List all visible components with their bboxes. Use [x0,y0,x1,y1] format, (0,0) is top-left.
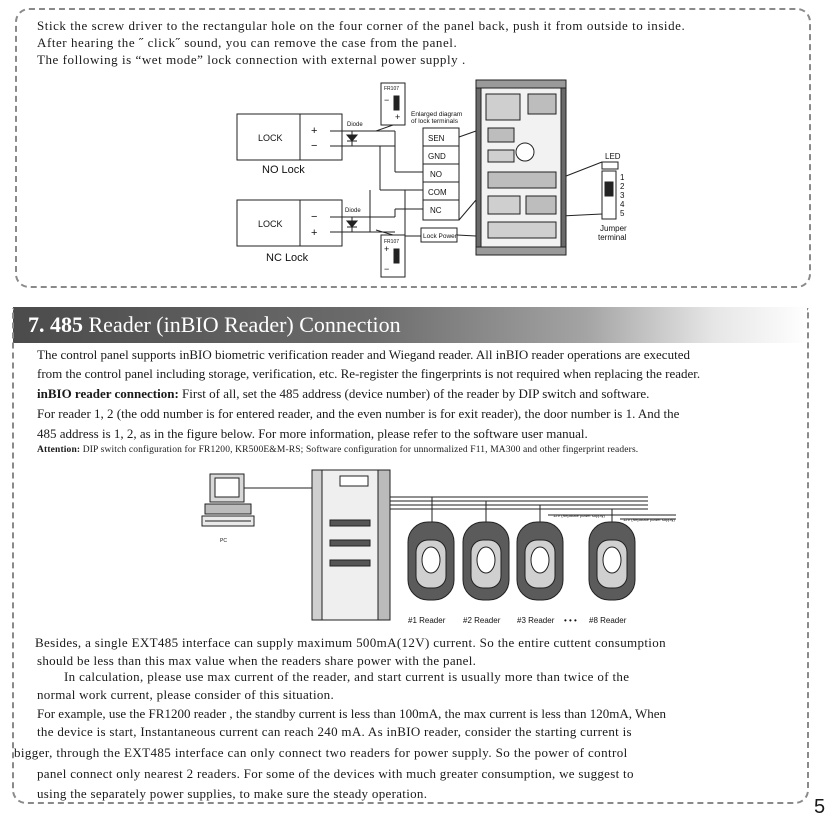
fr107-bottom-minus: − [384,264,389,274]
nc-lock-minus: − [311,211,317,223]
intro-line-1: Stick the screw driver to the rectangula… [37,18,686,33]
reader-3-device [516,521,564,601]
section-number: 7. 485 [28,312,83,337]
jumper-num-5: 5 [620,209,625,218]
jumper-label-1: Jumper [600,224,627,233]
section-title-text: Reader (inBIO Reader) Connection [88,312,401,337]
body2-line-6: the device is start, Instantaneous curre… [37,724,632,739]
fr107-label-bottom: FR107 [384,239,399,245]
body2-line-1: Besides, a single EXT485 interface can s… [35,635,666,650]
body2-line-7: bigger, through the EXT485 interface can… [14,745,628,760]
attention-text: DIP switch configuration for FR1200, KR5… [80,445,639,455]
reader-wiring-diagram: PC 12V (Separate power supply) 12V (Sepa… [201,469,676,625]
body1-line-1: The control panel supports inBIO biometr… [37,347,690,362]
section-banner [13,307,809,343]
led-indicator [601,161,619,170]
fr107-top-plus: + [395,112,400,122]
intro-text: Stick the screw driver to the rectangula… [37,17,685,68]
jumper-label-2: terminal [598,233,627,242]
jumper-terminal [601,170,617,220]
body1-line-5: 485 address is 1, 2, as in the figure be… [37,426,588,441]
jumper-num-2: 2 [620,182,625,191]
terminal-sen: SEN [428,134,445,143]
reader-2-label: #2 Reader [463,616,501,625]
pc-icon [201,473,255,527]
body2-line-9: using the separately power supplies, to … [37,786,428,801]
body2-line-4: normal work current, please consider of … [37,687,335,702]
pc-label: PC [220,538,227,544]
no-lock-plus: + [311,125,317,137]
no-lock-caption: NO Lock [262,164,305,176]
intro-line-3: The following is “wet mode” lock connect… [37,52,466,67]
fr107-label-top: FR107 [384,86,399,92]
diode-label-bottom: Diode [345,208,361,214]
intro-line-2: After hearing the ˝ click˝ sound, you ca… [37,35,458,50]
reader-connection-panel [12,308,809,804]
attention-label: Attention: [37,445,81,455]
nc-lock-plus: + [311,227,317,239]
body2-line-5: For example, use the FR1200 reader , the… [37,706,667,721]
body2-line-8: panel connect only nearest 2 readers. Fo… [37,766,634,781]
terminal-com: COM [428,188,447,197]
diode-label-top: Diode [347,122,363,128]
power-note-2: 12V (Separate power supply) [623,517,675,522]
fr107-top-minus: − [384,95,389,105]
control-board [475,79,567,256]
wet-mode-panel [15,8,811,288]
no-lock-label: LOCK [258,133,283,143]
fr107-bottom-plus: + [384,244,389,254]
no-lock-minus: − [311,140,317,152]
controller-panel [311,469,391,621]
jumper-num-1: 1 [620,173,625,182]
lock-terminal-block [422,127,460,221]
section-title: 7. 485 Reader (inBIO Reader) Connection [28,311,401,339]
nc-lock-label: LOCK [258,219,283,229]
wet-mode-wiring-diagram: LOCK LOCK + − − + NO Lock NC Lock Diode … [236,79,627,278]
reader-2-device [462,521,510,601]
lock-power-label: Lock Power [423,233,458,240]
body1-line-3: inBIO reader connection: First of all, s… [37,385,649,402]
reader-1-label: #1 Reader [408,616,446,625]
terminal-gnd: GND [428,152,446,161]
reader-3-label: #3 Reader [517,616,555,625]
body1-line-4: For reader 1, 2 (the odd number is for e… [37,406,680,421]
reader-1-device [407,521,455,601]
enlarged-label-1: Enlarged diagram [411,111,462,118]
led-label: LED [605,152,621,161]
page-number: 5 [814,796,826,818]
attention-note: Attention: DIP switch configuration for … [37,444,638,456]
no-lock-box [236,113,343,161]
body2-line-3: In calculation, please use max current o… [64,669,630,684]
reader-ellipsis: • • • [564,616,577,625]
jumper-num-3: 3 [620,191,625,200]
nc-lock-caption: NC Lock [266,252,309,264]
body2-line-2: should be less than this max value when … [37,653,477,668]
body1-line-2: from the control panel including storage… [37,366,701,381]
terminal-nc: NC [430,206,442,215]
jumper-num-4: 4 [620,200,625,209]
reader-8-label: #8 Reader [589,616,627,625]
body1-bold-label: inBIO reader connection: [37,386,179,401]
power-note-1: 12V (Separate power supply) [553,513,605,518]
body1-line-3-text: First of all, set the 485 address (devic… [178,386,650,401]
nc-lock-box [236,199,343,247]
enlarged-label-2: of lock terminals [411,118,459,125]
terminal-no: NO [430,170,442,179]
reader-8-device [588,521,636,601]
